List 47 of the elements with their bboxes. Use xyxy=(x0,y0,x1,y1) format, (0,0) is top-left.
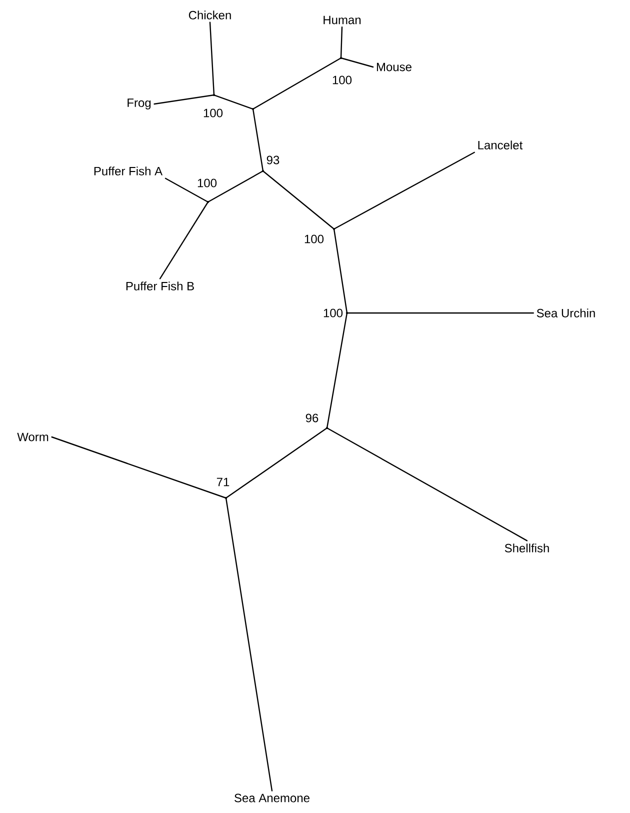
support-value: 71 xyxy=(216,478,230,486)
branch xyxy=(252,108,264,172)
branch-point xyxy=(332,228,336,230)
branch xyxy=(326,427,528,542)
branch xyxy=(209,22,215,96)
taxon-label: Sea Urchin xyxy=(536,308,595,318)
support-value: 100 xyxy=(304,234,324,244)
branch xyxy=(333,228,348,314)
branch xyxy=(340,57,374,68)
support-value: 100 xyxy=(204,108,223,118)
taxon-label: Sea Anemone xyxy=(234,794,310,802)
branch xyxy=(326,312,348,429)
branch xyxy=(333,152,475,230)
support-value: 100 xyxy=(198,178,217,188)
taxon-label: Frog xyxy=(128,98,151,110)
branch-point xyxy=(346,312,348,314)
support-value: 96 xyxy=(306,414,318,422)
branch xyxy=(225,427,328,499)
branch xyxy=(154,94,215,105)
taxon-label: Worm xyxy=(17,432,48,442)
branch xyxy=(346,312,534,314)
branch xyxy=(207,170,264,203)
branch xyxy=(262,170,335,230)
branch xyxy=(51,436,227,499)
branch-point xyxy=(326,426,328,430)
taxon-label: Puffer Fish A xyxy=(94,166,163,176)
branch-point xyxy=(224,496,228,500)
branch-point xyxy=(262,170,264,172)
branch xyxy=(164,178,209,203)
taxon-label: Mouse xyxy=(376,62,412,72)
branch xyxy=(252,57,342,110)
taxon-label: Chicken xyxy=(188,10,231,20)
taxon-label: Shellfish xyxy=(504,544,549,552)
taxon-label: Human xyxy=(324,16,361,24)
branch-point xyxy=(206,200,210,204)
support-value: 100 xyxy=(332,76,352,84)
branch xyxy=(225,497,273,792)
taxon-label: Lancelet xyxy=(478,140,523,150)
branch-point xyxy=(212,94,216,96)
branch xyxy=(159,201,209,280)
taxon-label: Puffer Fish B xyxy=(126,282,194,290)
branch-point xyxy=(252,108,254,110)
branch xyxy=(213,94,254,110)
support-value: 93 xyxy=(266,156,280,164)
branch xyxy=(340,26,343,59)
support-value: 100 xyxy=(324,308,343,318)
branch-point xyxy=(340,56,342,60)
